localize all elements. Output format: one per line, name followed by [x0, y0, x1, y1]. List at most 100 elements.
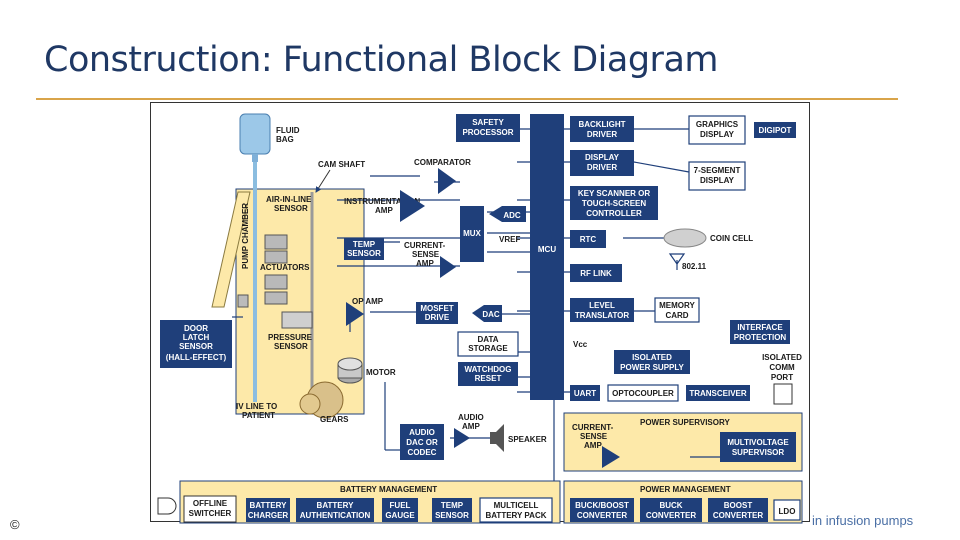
pressure-sensor-label: PRESSURE [268, 333, 313, 342]
multivoltage-supervisor-block [720, 432, 796, 462]
op-amp-label: OP AMP [352, 297, 384, 306]
optocoupler-block [607, 384, 679, 402]
isolated-comm-label-2: COMM [769, 363, 795, 372]
multicell-pack-block [479, 497, 553, 523]
fuel-gauge-block [382, 498, 418, 522]
transceiver-label: TRANSCEIVER [689, 389, 747, 398]
data-storage-label-2: STORAGE [468, 344, 508, 353]
actuator-icon-2 [264, 274, 288, 290]
digipot-block [754, 122, 796, 138]
audio-codec-label-2: DAC OR [406, 438, 438, 447]
watchdog-label: WATCHDOG [465, 365, 512, 374]
backlight-driver-block [570, 116, 634, 142]
display-driver-block [570, 150, 634, 176]
air-sensor-label: AIR-IN-LINE [266, 195, 312, 204]
offline-switcher-label: OFFLINE [193, 499, 228, 508]
ldo-label: LDO [779, 507, 796, 516]
coin-cell-label: COIN CELL [710, 234, 753, 243]
mux-block [460, 206, 484, 262]
bm-temp-sensor-block [432, 498, 472, 522]
memory-card-label-2: CARD [665, 311, 688, 320]
bm-temp-sensor-label: TEMP [441, 501, 464, 510]
data-storage-label: DATA [477, 335, 498, 344]
audio-amp-label-2: AMP [462, 422, 480, 431]
fuel-gauge-label: FUEL [390, 501, 411, 510]
fuel-gauge-label-2: GAUGE [385, 511, 415, 520]
door-latch-sensor-block [160, 320, 232, 368]
buck-boost-label-2: CONVERTER [577, 511, 627, 520]
copyright-mark: © [10, 517, 20, 532]
seven-segment-label-2: DISPLAY [700, 176, 735, 185]
memory-card-block [654, 297, 700, 323]
interface-protection-label: INTERFACE [737, 323, 783, 332]
pump-chamber-label: PUMP CHAMBER [241, 203, 250, 269]
wifi-label: 802.11 [682, 262, 707, 271]
buck-boost-label: BUCK/BOOST [575, 501, 629, 510]
speaker-icon [490, 424, 504, 452]
audio-codec-label: AUDIO [409, 428, 435, 437]
display-driver-label: DISPLAY [585, 153, 620, 162]
motor-label: MOTOR [366, 368, 396, 377]
ac-plug-icon [157, 497, 177, 515]
watchdog-reset-block [458, 362, 518, 386]
battery-management-title: BATTERY MANAGEMENT [340, 485, 437, 494]
temp-sensor-label-2: SENSOR [347, 249, 381, 258]
interface-protection-block [730, 320, 790, 344]
rtc-block [570, 230, 606, 248]
comparator-label: COMPARATOR [414, 158, 471, 167]
iv-line-label-2: PATIENT [242, 411, 275, 420]
mux-label: MUX [463, 229, 481, 238]
buck-converter-label: BUCK [659, 501, 682, 510]
key-scanner-block [570, 186, 658, 220]
battery-charger-label: BATTERY [250, 501, 288, 510]
dac-label: DAC [482, 310, 500, 319]
mosfet-drive-label-2: DRIVE [425, 313, 450, 322]
uart-label: UART [574, 389, 596, 398]
ps-current-sense-label: CURRENT- [572, 423, 614, 432]
display-driver-label-2: DRIVER [587, 163, 617, 172]
multicell-label-2: BATTERY PACK [485, 511, 546, 520]
isolated-power-label: ISOLATED [632, 353, 672, 362]
watchdog-label-2: RESET [475, 374, 502, 383]
ps-current-sense-label-2: SENSE [580, 432, 608, 441]
actuator-icon-1 [264, 234, 288, 250]
power-supervisory-title: POWER SUPERVISORY [640, 418, 730, 427]
key-scanner-label: KEY SCANNER OR [578, 189, 651, 198]
audio-amp-label: AUDIO [458, 413, 484, 422]
buck-boost-block [570, 498, 634, 522]
current-sense-label-3: AMP [416, 259, 434, 268]
multicell-label: MULTICELL [494, 501, 539, 510]
multivoltage-label: MULTIVOLTAGE [727, 438, 789, 447]
instrumentation-amp-symbol [400, 190, 425, 222]
safety-processor-label: SAFETY [472, 118, 504, 127]
ps-current-sense-label-3: AMP [584, 441, 602, 450]
vref-label: VREF [499, 235, 520, 244]
vcc-label: Vcc [573, 340, 588, 349]
graphics-display-block [688, 115, 746, 145]
audio-codec-block [400, 424, 444, 460]
current-sense-label: CURRENT- [404, 241, 446, 250]
pressure-sensor-label-2: SENSOR [274, 342, 308, 351]
antenna-icon [668, 253, 686, 266]
buck-converter-label-2: CONVERTER [646, 511, 696, 520]
door-latch-label: DOOR [184, 324, 208, 333]
speaker-label: SPEAKER [508, 435, 547, 444]
cam-shaft-label: CAM SHAFT [318, 160, 365, 169]
isolated-power-block [614, 350, 690, 374]
actuators-label: ACTUATORS [260, 263, 310, 272]
gears-label: GEARS [320, 415, 349, 424]
offline-switcher-label-2: SWITCHER [189, 509, 232, 518]
boost-converter-block [708, 498, 768, 522]
level-translator-label-2: TRANSLATOR [575, 311, 630, 320]
data-storage-block [457, 331, 519, 357]
pump-door-panel [211, 191, 251, 308]
instrumentation-amp-label-2: AMP [375, 206, 393, 215]
audio-codec-label-3: CODEC [408, 448, 437, 457]
coin-cell-icon [663, 228, 707, 248]
multivoltage-label-2: SUPERVISOR [732, 448, 785, 457]
fluid-bag-icon [239, 113, 271, 155]
fluid-bag-label: FLUID [276, 126, 300, 135]
door-latch-label-2: LATCH [183, 333, 210, 342]
functional-block-diagram: FLUID BAG PUMP CHAMBER CAM SHAFT AIR-IN-… [150, 102, 810, 524]
uart-block [570, 385, 600, 401]
